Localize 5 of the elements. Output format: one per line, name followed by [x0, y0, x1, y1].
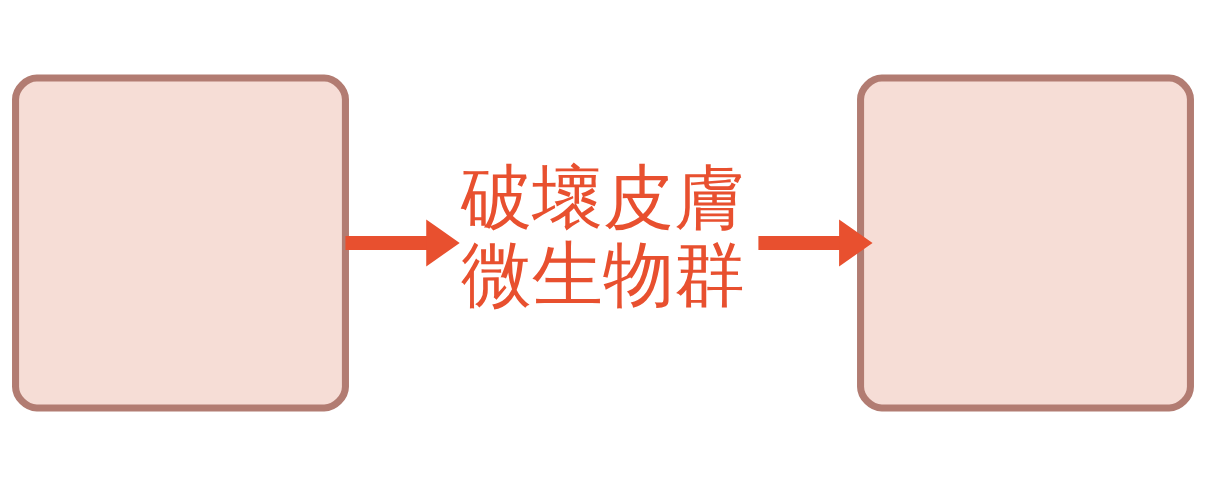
- node-box: [12, 74, 349, 412]
- node-text: 破壞皮膚微生物群: [461, 156, 745, 317]
- arrow: [758, 219, 873, 267]
- node-box: [857, 74, 1194, 412]
- arrow: [345, 219, 460, 267]
